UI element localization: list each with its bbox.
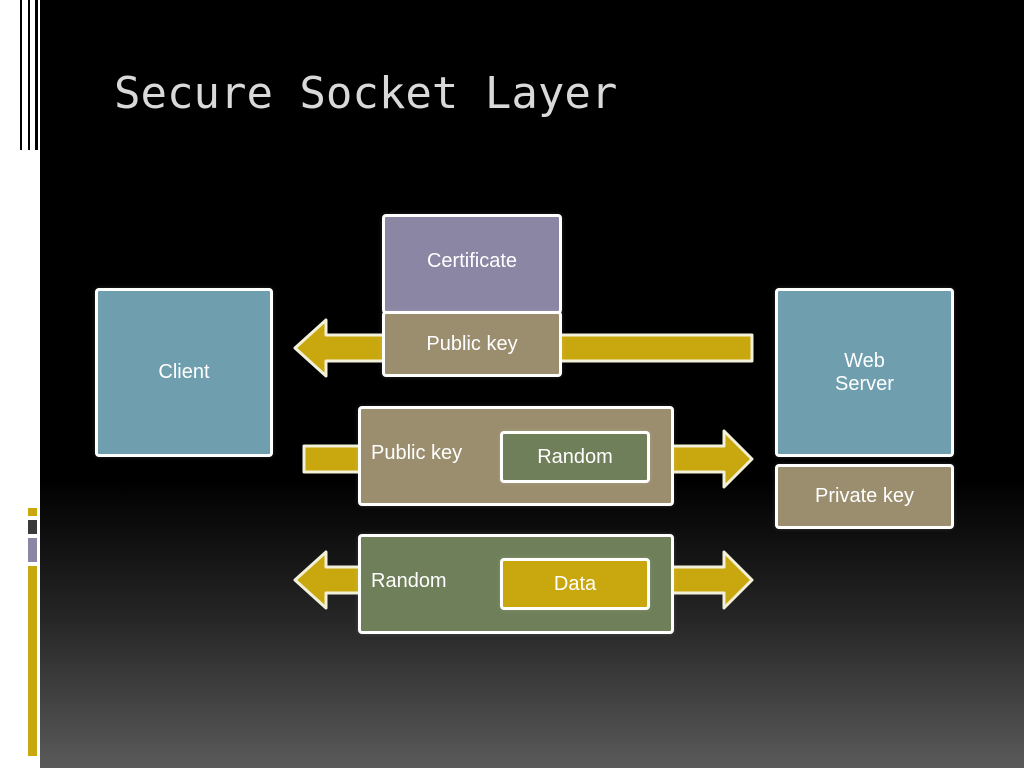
web-server-label-line1: Web xyxy=(844,349,885,372)
slide-side-strip xyxy=(0,0,40,768)
strip-accent-purple xyxy=(28,538,37,562)
strip-line xyxy=(28,0,30,150)
strip-accent-yellow xyxy=(28,508,37,516)
page-title: Secure Socket Layer xyxy=(114,68,618,119)
strip-accent-dark xyxy=(28,520,37,534)
step3-data-label: Data xyxy=(553,572,597,595)
step2-random-box: Random xyxy=(500,431,650,483)
private-key-label: Private key xyxy=(815,485,914,507)
certificate-public-key-box: Public key xyxy=(382,311,562,377)
private-key-box: Private key xyxy=(775,464,954,529)
client-label: Client xyxy=(158,361,210,383)
step2-public-key-label: Public key xyxy=(371,441,463,464)
certificate-box: Certificate xyxy=(382,214,562,314)
client-box: Client xyxy=(95,288,273,457)
strip-accent-yellow-long xyxy=(28,566,37,756)
strip-line xyxy=(35,0,38,150)
certificate-label: Certificate xyxy=(426,249,518,272)
web-server-label-line2: Server xyxy=(835,372,894,395)
strip-line xyxy=(20,0,22,150)
web-server-box: Web Server xyxy=(775,288,954,457)
step3-data-box: Data xyxy=(500,558,650,610)
certificate-public-key-label: Public key xyxy=(426,332,518,355)
step2-random-label: Random xyxy=(537,445,613,468)
step3-random-label: Random xyxy=(371,569,447,592)
